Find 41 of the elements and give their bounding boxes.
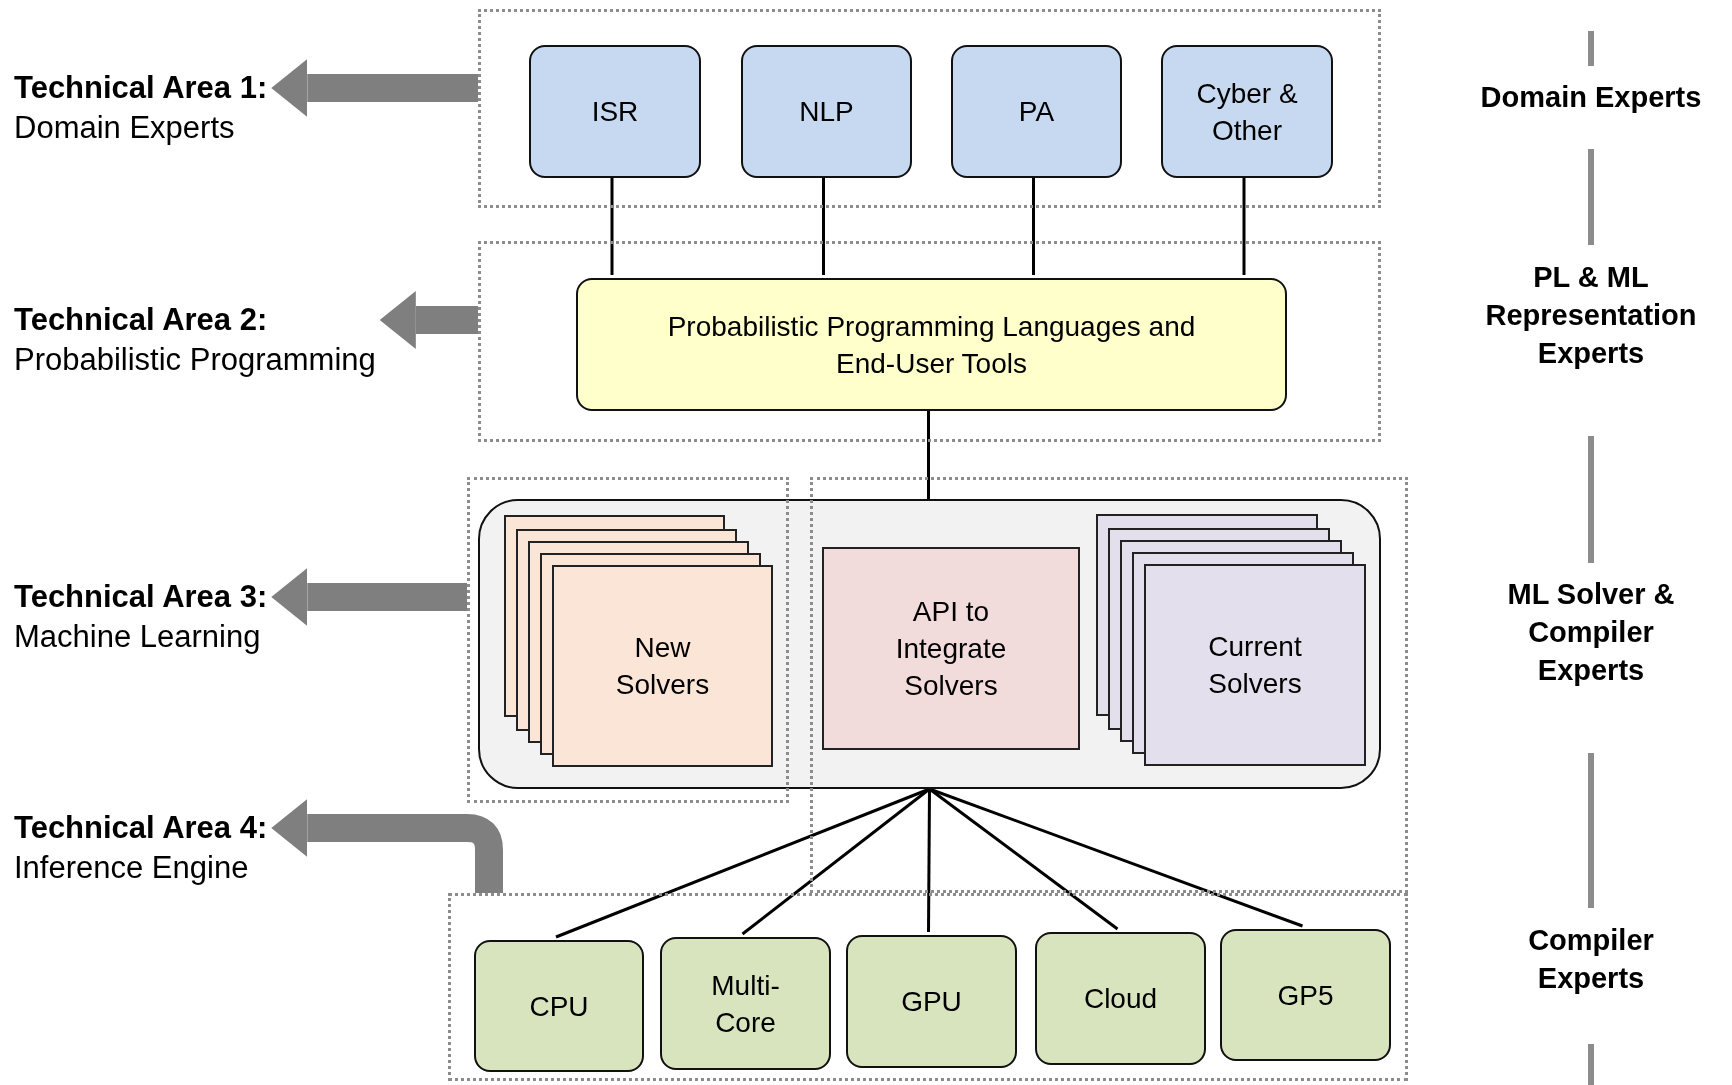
domain-box xyxy=(529,45,701,178)
box-label: New Solvers xyxy=(614,631,711,702)
area-subtitle: Domain Experts xyxy=(14,109,236,147)
dotted-region xyxy=(478,9,1381,208)
api-box xyxy=(822,547,1080,750)
box-label: PA xyxy=(1018,95,1055,129)
tools-box xyxy=(576,278,1287,411)
area-title: Technical Area 4: xyxy=(14,809,268,847)
role-label: Domain Experts xyxy=(1479,80,1703,115)
area-title: Technical Area 3: xyxy=(14,578,268,616)
hardware-box xyxy=(1220,929,1391,1061)
box-label: Multi-Core xyxy=(710,968,781,1040)
role-label: PL & ML Representation Experts xyxy=(1484,260,1698,371)
domain-box xyxy=(1161,45,1333,178)
area-subtitle: Inference Engine xyxy=(14,849,250,887)
role-label: Compiler Experts xyxy=(1527,923,1655,996)
box-label: ISR xyxy=(591,95,639,129)
solver-card xyxy=(1144,564,1366,766)
box-label: Current Solvers xyxy=(1207,630,1303,701)
domain-box xyxy=(741,45,912,178)
box-label: Probabilistic Programming Languages and End-User Tools xyxy=(666,309,1197,381)
hardware-box xyxy=(1035,932,1206,1065)
dotted-region xyxy=(448,893,1408,1081)
box-label: Cloud xyxy=(1083,982,1158,1016)
box-label: GPU xyxy=(901,985,962,1019)
solver-card xyxy=(552,565,773,767)
domain-box xyxy=(951,45,1122,178)
area-subtitle: Probabilistic Programming xyxy=(14,341,376,379)
box-label: GP5 xyxy=(1277,978,1334,1013)
area-subtitle: Machine Learning xyxy=(14,618,262,656)
box-label: CPU xyxy=(529,989,589,1024)
box-label: NLP xyxy=(799,95,854,129)
area-title: Technical Area 1: xyxy=(14,69,268,107)
hardware-box xyxy=(660,937,831,1070)
box-label: Cyber & Other xyxy=(1195,76,1299,148)
role-label: ML Solver & Compiler Experts xyxy=(1506,577,1676,688)
area-title: Technical Area 2: xyxy=(14,301,269,339)
hardware-box xyxy=(474,940,644,1072)
dotted-region xyxy=(478,241,1381,442)
box-label: API to Integrate Solvers xyxy=(894,595,1008,703)
hardware-box xyxy=(846,935,1017,1068)
